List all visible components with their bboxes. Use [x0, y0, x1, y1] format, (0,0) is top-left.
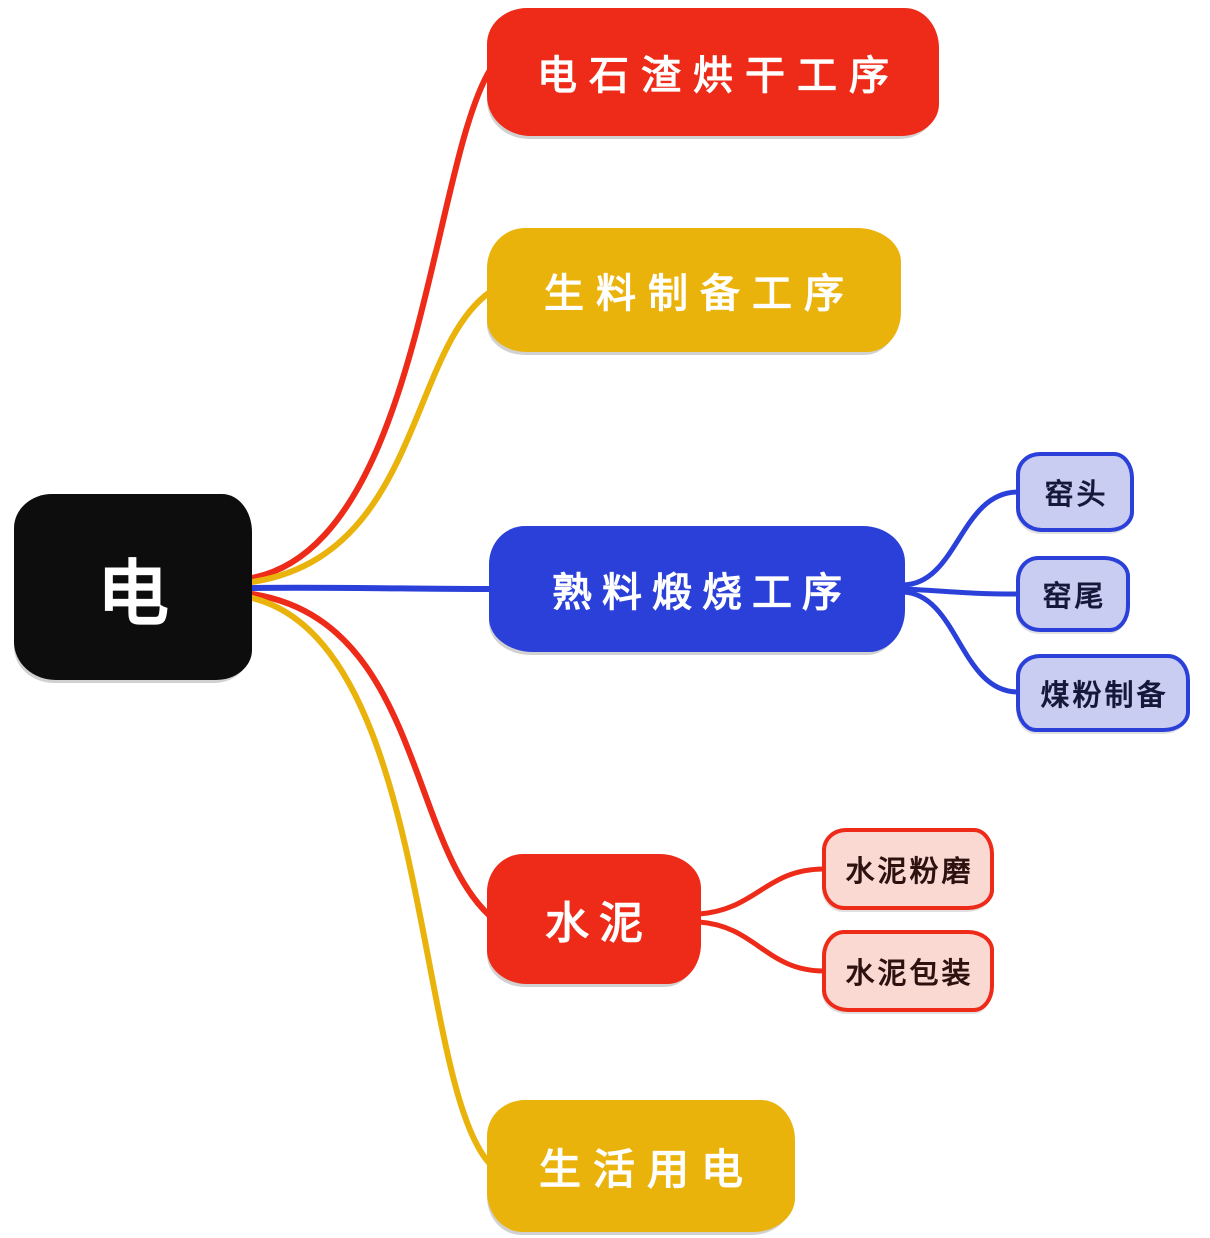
- root-node-label: 电: [96, 551, 169, 636]
- edge-root-to-shuliao: [249, 584, 495, 592]
- child-node-coal-powder-preparation[interactable]: 煤粉制备: [1016, 654, 1190, 732]
- child-node-label: 窑头: [1044, 477, 1109, 511]
- branch-node-label: 生活用电: [538, 1144, 755, 1194]
- edge-root-to-shenghuo: [249, 595, 493, 1167]
- child-node-kiln-tail[interactable]: 窑尾: [1016, 556, 1130, 632]
- edge-root-to-shuini: [249, 591, 493, 919]
- edge-shuliao-to-yaowei: [900, 586, 1021, 597]
- edge-root-to-shengliao: [249, 289, 493, 585]
- root-node-electricity[interactable]: 电: [14, 494, 252, 680]
- child-node-kiln-head[interactable]: 窑头: [1016, 452, 1134, 532]
- branch-node-raw-meal-preparation[interactable]: 生料制备工序: [487, 228, 901, 352]
- edge-shuliao-to-meifenzhibei: [900, 589, 1021, 695]
- child-node-label: 水泥包装: [845, 956, 974, 990]
- edge-shuini-to-fenmo: [696, 866, 827, 917]
- branch-node-label: 熟料煅烧工序: [552, 570, 852, 616]
- child-node-cement-packing[interactable]: 水泥包装: [822, 930, 994, 1012]
- edge-root-to-dianshizha: [249, 67, 493, 581]
- edge-shuliao-to-yaotou: [900, 489, 1021, 588]
- child-node-cement-grinding[interactable]: 水泥粉磨: [822, 828, 994, 910]
- child-node-label: 水泥粉磨: [845, 854, 974, 888]
- edge-shuini-to-baozhuang: [696, 919, 827, 974]
- child-node-label: 窑尾: [1042, 579, 1107, 613]
- branch-node-clinker-calcination[interactable]: 熟料煅烧工序: [489, 526, 905, 652]
- branch-node-carbide-slag-drying[interactable]: 电石渣烘干工序: [487, 8, 939, 136]
- branch-node-label: 生料制备工序: [544, 271, 856, 317]
- branch-node-label: 电石渣烘干工序: [537, 53, 901, 99]
- child-node-label: 煤粉制备: [1040, 678, 1169, 712]
- branch-node-cement[interactable]: 水泥: [487, 854, 701, 984]
- branch-node-domestic-electricity[interactable]: 生活用电: [487, 1100, 795, 1232]
- branch-node-label: 水泥: [545, 898, 653, 949]
